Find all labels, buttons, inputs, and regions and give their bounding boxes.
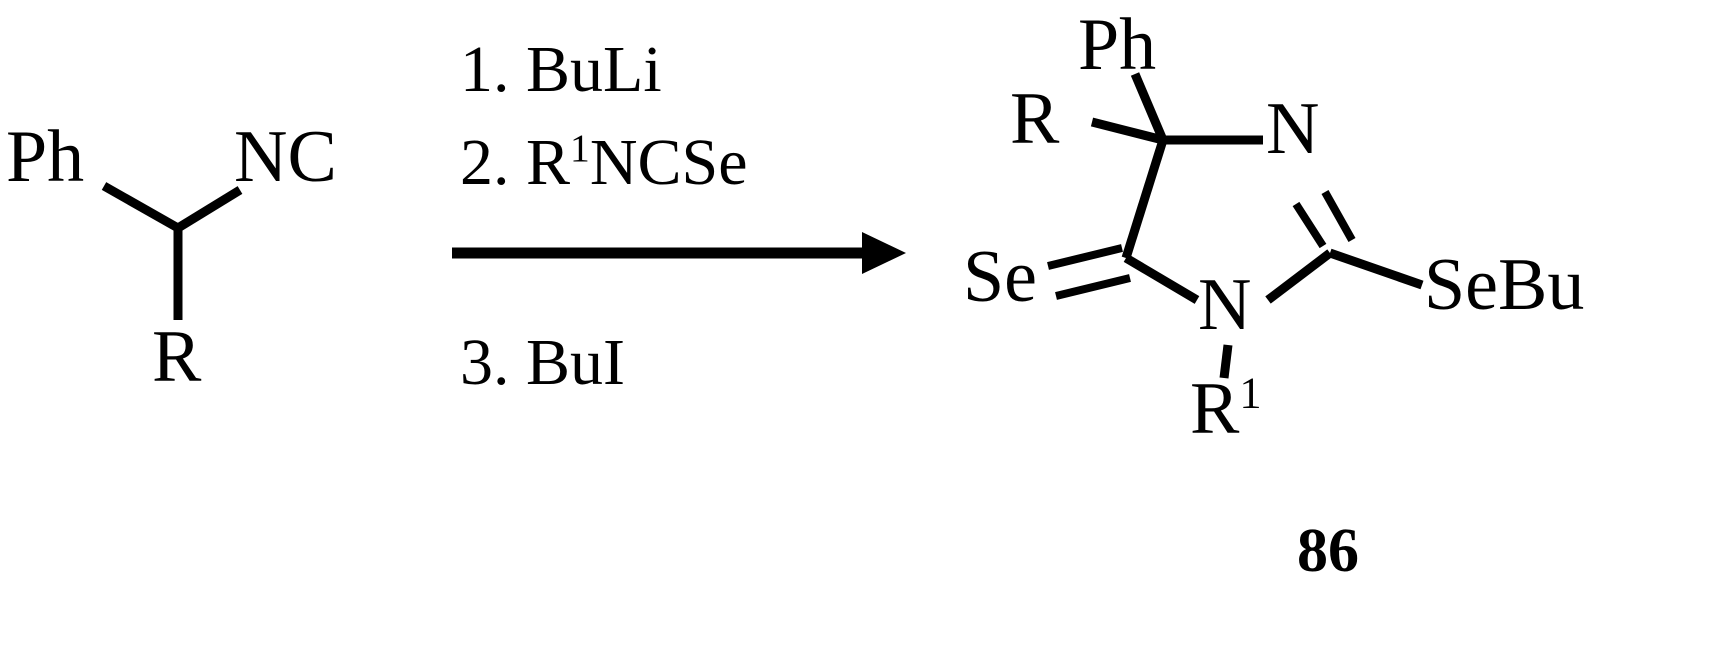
condition-step-2-superscript: 1 xyxy=(570,126,590,170)
bond-c5-to-n3 xyxy=(1123,254,1200,304)
product-phenyl-label: Ph xyxy=(1078,4,1157,86)
product-r-group-label: R xyxy=(1010,78,1060,160)
condition-step-1: 1. BuLi xyxy=(460,33,662,106)
bond-c-to-nc xyxy=(175,186,243,232)
product-selenone-label: Se xyxy=(963,236,1037,318)
bond-n3-to-c2 xyxy=(1265,249,1333,304)
bond-c2-to-sebu xyxy=(1328,248,1424,290)
product-selenoether-label: SeBu xyxy=(1424,244,1585,326)
bond-c4-to-c5 xyxy=(1121,138,1168,260)
bond-ph-to-c xyxy=(101,182,181,232)
reactant-r-group-label: R xyxy=(152,316,202,398)
reactant-phenyl-label: Ph xyxy=(6,116,85,198)
product-n-substituent-superscript: 1 xyxy=(1239,367,1262,418)
condition-step-3: 3. BuI xyxy=(460,326,625,399)
bond-c2-n1-double-a xyxy=(1292,201,1327,249)
product-nitrogen-top-label: N xyxy=(1266,88,1320,170)
reactant-isocyanide-label: NC xyxy=(234,116,337,198)
product-n-substituent-label: R1 xyxy=(1190,370,1262,446)
bond-c2-n1-double-b xyxy=(1321,190,1356,242)
condition-step-2-r: R xyxy=(526,126,571,199)
bond-c5-se-double-a xyxy=(1047,244,1123,270)
product-nitrogen-bottom-label: N xyxy=(1198,264,1252,346)
compound-number-label: 86 xyxy=(1297,517,1359,585)
product-n-substituent-base: R xyxy=(1190,368,1240,450)
condition-step-2: 2. R1NCSe xyxy=(460,128,748,196)
bond-c4-to-r xyxy=(1090,117,1165,145)
bond-c5-se-double-b xyxy=(1055,274,1131,300)
bond-n3-to-r1 xyxy=(1219,344,1233,379)
bond-c4-to-ph xyxy=(1130,72,1168,142)
condition-step-2-rest: NCSe xyxy=(589,126,748,199)
condition-step-2-number: 2. xyxy=(460,126,510,199)
arrow-head xyxy=(862,232,906,274)
